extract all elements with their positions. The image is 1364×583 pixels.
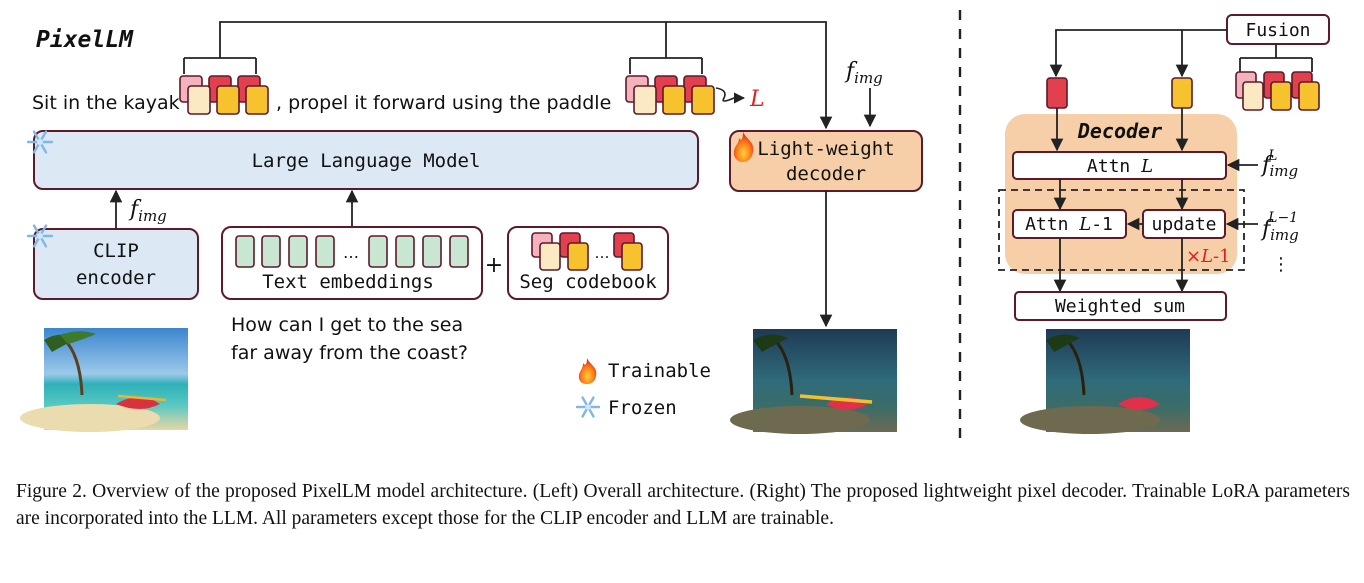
seg-token-group-left <box>179 75 269 115</box>
top-routing-lines <box>183 21 833 130</box>
sentence-left: Sit in the kayak <box>32 92 180 114</box>
weighted-sum-box <box>1014 291 1227 321</box>
right-output-image <box>1020 329 1190 434</box>
llm-label: Large Language Model <box>252 150 481 172</box>
text-emb-ellipsis: … <box>343 243 359 262</box>
text-embeddings-label: Text embeddings <box>262 271 434 293</box>
clip-label-line2: encoder <box>76 267 156 289</box>
decoder-title: Decoder <box>1077 119 1162 143</box>
legend: Trainable Frozen <box>575 358 711 419</box>
snowflake-icon <box>26 130 54 154</box>
sentence-right: , propel it forward using the paddle <box>276 92 611 114</box>
fusion-label: Fusion <box>1245 20 1310 41</box>
diagram-title: PixelLM <box>36 27 134 53</box>
output-image <box>730 329 897 434</box>
seg-codebook-label: Seg codebook <box>519 271 657 293</box>
clip-encoder-box <box>33 228 199 300</box>
red-token <box>1046 77 1068 109</box>
attn-l-box <box>1012 151 1227 180</box>
fusion-routing-lines <box>1049 29 1313 78</box>
f-img-decoder-label: fimg <box>844 59 883 87</box>
decoder-label-line1: Light-weight <box>757 138 894 160</box>
attn-l1-label: Attn L-1 <box>1025 214 1113 235</box>
vertical-dots: ⋮ <box>1272 254 1290 275</box>
question-line1: How can I get to the sea <box>231 314 463 336</box>
flame-icon <box>733 132 754 162</box>
legend-trainable-label: Trainable <box>608 360 711 382</box>
times-l1-label: ×L-1 <box>1186 246 1231 267</box>
update-label: update <box>1151 214 1216 235</box>
question-line2: far away from the coast? <box>231 342 468 364</box>
loss-label: L <box>749 87 765 112</box>
seg-token-group-right <box>625 75 715 115</box>
repeat-dashed-box <box>998 189 1245 271</box>
snowflake-icon <box>575 396 601 418</box>
clip-label-line1: CLIP <box>93 240 139 262</box>
text-embedding-tokens <box>235 235 469 268</box>
fusion-token-group <box>1235 71 1320 111</box>
yellow-token <box>1171 77 1193 109</box>
seg-codebook-ellipsis: … <box>595 244 610 262</box>
plus-sign: + <box>485 253 503 278</box>
architecture-diagram: PixelLM Sit in the kayak , propel it for… <box>20 10 1330 440</box>
legend-frozen-label: Frozen <box>608 397 677 419</box>
figure-caption: Figure 2. Overview of the proposed Pixel… <box>16 481 1350 529</box>
snowflake-icon <box>26 224 54 248</box>
flame-icon <box>578 358 597 384</box>
decoder-label-line2: decoder <box>786 163 866 185</box>
seg-codebook-tokens <box>531 232 643 271</box>
text-embeddings-box <box>221 226 483 300</box>
f-img-clip-label: fimg <box>128 197 167 225</box>
attn-l1-box <box>1012 209 1127 239</box>
attn-l-label: Attn L <box>1087 156 1153 177</box>
llm-box <box>33 130 699 190</box>
loss-arrow <box>715 87 746 104</box>
weighted-sum-label: Weighted sum <box>1055 296 1185 317</box>
input-image <box>20 328 188 432</box>
